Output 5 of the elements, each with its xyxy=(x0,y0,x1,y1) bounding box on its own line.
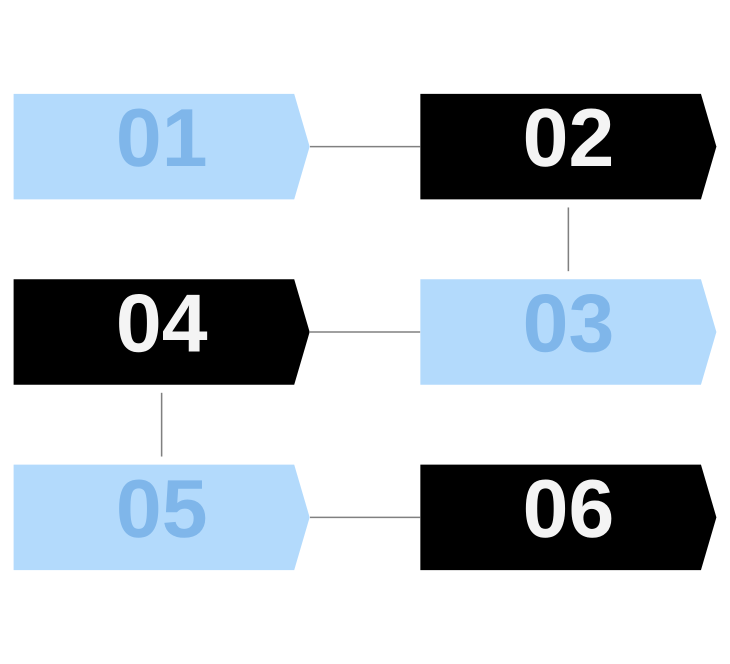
connector xyxy=(568,207,570,272)
connector xyxy=(310,516,420,518)
connector xyxy=(310,331,420,333)
connector xyxy=(310,146,420,148)
connector xyxy=(160,392,162,457)
